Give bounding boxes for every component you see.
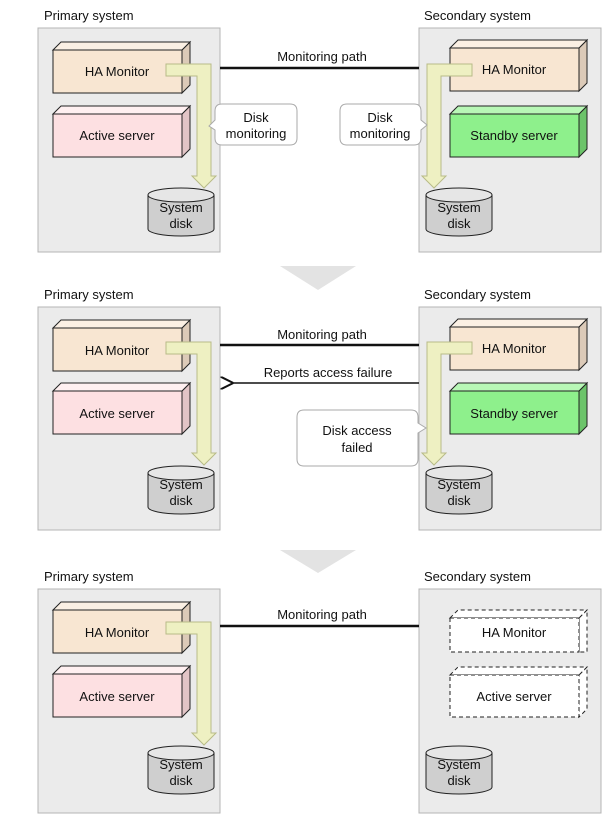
monitoring-path-label: Monitoring path xyxy=(277,607,367,622)
disk-label-line-2: disk xyxy=(447,216,471,231)
primary-ha-monitor-box: HA Monitor xyxy=(51,40,192,95)
secondary-disk-monitoring-callout: Disk monitoring xyxy=(339,103,428,146)
transition-arrow-2 xyxy=(280,550,356,573)
primary-system-disk: System disk xyxy=(147,187,215,237)
secondary-ha-monitor-label: HA Monitor xyxy=(482,62,547,77)
disk-label-line-1: System xyxy=(159,200,202,215)
panel-1: Primary system Secondary system HA Monit… xyxy=(37,8,602,253)
callout-line-1: Disk xyxy=(367,110,393,125)
disk-label-line-2: disk xyxy=(169,493,193,508)
secondary-ha-monitor-label: HA Monitor xyxy=(482,341,547,356)
secondary-system-disk: System disk xyxy=(425,465,493,515)
panel-3: Primary system Secondary system HA Monit… xyxy=(37,569,602,814)
secondary-ha-monitor-box: HA Monitor xyxy=(448,38,589,93)
secondary-system-disk: System disk xyxy=(425,187,493,237)
secondary-active-server-box-stopped: Active server xyxy=(448,665,589,719)
primary-disk-monitoring-callout: Disk monitoring xyxy=(208,103,298,146)
disk-label-line-1: System xyxy=(159,477,202,492)
secondary-standby-server-box: Standby server xyxy=(448,381,589,436)
primary-disk-monitoring-arrow xyxy=(165,341,218,466)
primary-system-disk: System disk xyxy=(147,745,215,795)
monitoring-path-label: Monitoring path xyxy=(277,49,367,64)
secondary-active-server-label: Active server xyxy=(476,689,552,704)
monitoring-path-label: Monitoring path xyxy=(277,327,367,342)
disk-label-line-2: disk xyxy=(169,773,193,788)
secondary-system-label: Secondary system xyxy=(424,569,531,584)
primary-active-server-box: Active server xyxy=(51,664,192,719)
secondary-disk-monitoring-arrow xyxy=(420,63,473,189)
primary-active-server-box: Active server xyxy=(51,104,192,159)
secondary-system-label: Secondary system xyxy=(424,8,531,23)
secondary-ha-monitor-box: HA Monitor xyxy=(448,317,589,372)
secondary-disk-monitoring-arrow xyxy=(420,341,473,466)
primary-system-label: Primary system xyxy=(44,287,134,302)
callout-line-2: monitoring xyxy=(350,126,411,141)
disk-label-line-2: disk xyxy=(169,216,193,231)
primary-active-server-label: Active server xyxy=(79,406,155,421)
primary-system-label: Primary system xyxy=(44,569,134,584)
primary-system-disk: System disk xyxy=(147,465,215,515)
disk-label-line-1: System xyxy=(159,757,202,772)
primary-active-server-label: Active server xyxy=(79,689,155,704)
secondary-standby-server-label: Standby server xyxy=(470,406,558,421)
primary-active-server-box: Active server xyxy=(51,381,192,436)
primary-ha-monitor-label: HA Monitor xyxy=(85,64,150,79)
disk-label-line-1: System xyxy=(437,757,480,772)
primary-ha-monitor-box: HA Monitor xyxy=(51,318,192,373)
secondary-standby-server-box: Standby server xyxy=(448,104,589,159)
disk-label-line-1: System xyxy=(437,477,480,492)
secondary-system-label: Secondary system xyxy=(424,287,531,302)
primary-disk-monitoring-arrow xyxy=(165,63,218,189)
callout-line-2: failed xyxy=(341,440,372,455)
secondary-standby-server-label: Standby server xyxy=(470,128,558,143)
callout-line-1: Disk access xyxy=(322,423,392,438)
disk-label-line-2: disk xyxy=(447,773,471,788)
primary-ha-monitor-label: HA Monitor xyxy=(85,343,150,358)
reports-access-failure-label: Reports access failure xyxy=(264,365,393,380)
secondary-ha-monitor-label: HA Monitor xyxy=(482,625,547,640)
panel-2: Primary system Secondary system HA Monit… xyxy=(37,287,602,531)
callout-line-2: monitoring xyxy=(226,126,287,141)
secondary-system-disk: System disk xyxy=(425,745,493,795)
disk-label-line-2: disk xyxy=(447,493,471,508)
primary-system-label: Primary system xyxy=(44,8,134,23)
transition-arrow-1 xyxy=(280,266,356,290)
secondary-disk-access-failed-callout: Disk access failed xyxy=(296,409,427,467)
primary-disk-monitoring-arrow xyxy=(165,621,218,746)
callout-line-1: Disk xyxy=(243,110,269,125)
disk-label-line-1: System xyxy=(437,200,480,215)
primary-active-server-label: Active server xyxy=(79,128,155,143)
primary-ha-monitor-label: HA Monitor xyxy=(85,625,150,640)
secondary-ha-monitor-box-stopped: HA Monitor xyxy=(448,608,589,653)
